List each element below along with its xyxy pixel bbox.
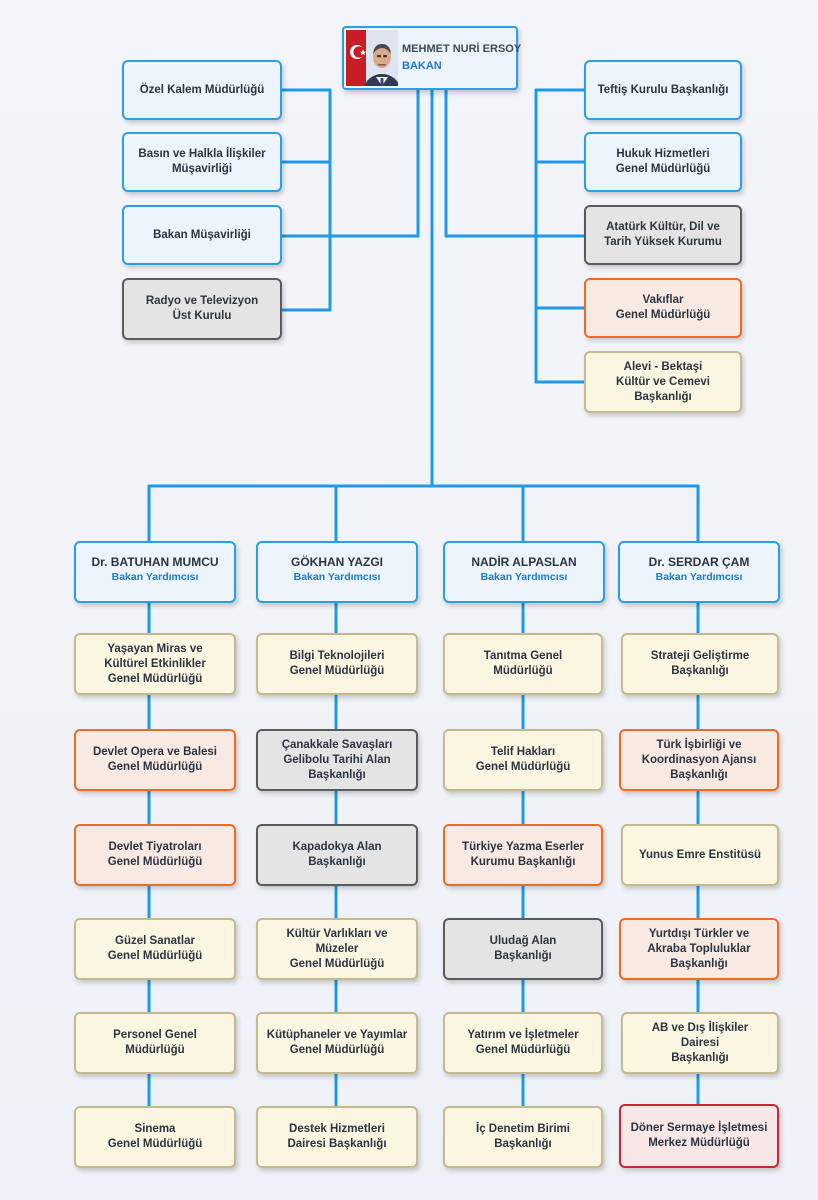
unit-alevi-bektasi: Alevi - Bektaşi Kültür ve Cemevi Başkanl… — [584, 351, 742, 413]
unit-ataturk-yuksek-kurumu: Atatürk Kültür, Dil ve Tarih Yüksek Kuru… — [584, 205, 742, 265]
unit-label: Devlet Tiyatroları Genel Müdürlüğü — [107, 841, 203, 868]
unit-kultur-varliklari: Kültür Varlıkları ve Müzeler Genel Müdür… — [256, 918, 418, 980]
unit-label: Döner Sermaye İşletmesi Merkez Müdürlüğü — [630, 1122, 768, 1149]
deputy-name: Dr. SERDAR ÇAM — [648, 555, 750, 569]
unit-yurtdisi-turkler: Yurtdışı Türkler ve Akraba Topluluklar B… — [619, 918, 779, 980]
unit-label: Özel Kalem Müdürlüğü — [139, 83, 265, 96]
minister-name: MEHMET NURİ ERSOY — [402, 43, 522, 55]
unit-yunus-emre: Yunus Emre Enstitüsü — [621, 824, 779, 886]
unit-uludag: Uludağ Alan Başkanlığı — [443, 918, 603, 980]
unit-label: Radyo ve Televizyon Üst Kurulu — [145, 295, 259, 322]
deputy-gokhan-yazgi: GÖKHAN YAZGI Bakan Yardımcısı — [256, 541, 418, 603]
unit-basin-halkla-iliskiler: Basın ve Halkla İlişkiler Müşavirliği — [122, 132, 282, 192]
unit-label: Yatırım ve İşletmeler Genel Müdürlüğü — [467, 1029, 579, 1056]
unit-sinema: Sinema Genel Müdürlüğü — [74, 1106, 236, 1168]
deputy-name: Dr. BATUHAN MUMCU — [91, 555, 219, 569]
unit-label: Sinema Genel Müdürlüğü — [107, 1123, 203, 1150]
unit-ab-dis-iliskiler: AB ve Dış İlişkiler Dairesi Başkanlığı — [621, 1012, 779, 1074]
unit-label: Strateji Geliştirme Başkanlığı — [650, 650, 750, 677]
unit-label: Uludağ Alan Başkanlığı — [489, 935, 557, 962]
unit-guzel-sanatlar: Güzel Sanatlar Genel Müdürlüğü — [74, 918, 236, 980]
unit-destek-hizmetleri: Destek Hizmetleri Dairesi Başkanlığı — [256, 1106, 418, 1168]
unit-devlet-tiyatrolari: Devlet Tiyatroları Genel Müdürlüğü — [74, 824, 236, 886]
deputy-name: GÖKHAN YAZGI — [290, 555, 383, 569]
unit-label: Yurtdışı Türkler ve Akraba Topluluklar B… — [647, 927, 751, 970]
unit-canakkale-gelibolu: Çanakkale Savaşları Gelibolu Tarihi Alan… — [256, 729, 418, 791]
unit-label: Kültür Varlıkları ve Müzeler Genel Müdür… — [286, 927, 388, 970]
deputy-role: Bakan Yardımcısı — [655, 571, 743, 583]
unit-label: Telif Hakları Genel Müdürlüğü — [475, 746, 571, 773]
unit-bilgi-teknolojileri: Bilgi Teknolojileri Genel Müdürlüğü — [256, 633, 418, 695]
unit-label: Güzel Sanatlar Genel Müdürlüğü — [107, 935, 203, 962]
unit-yasayan-miras: Yaşayan Miras ve Kültürel Etkinlikler Ge… — [74, 633, 236, 695]
unit-turkiye-yazma-eserler: Türkiye Yazma Eserler Kurumu Başkanlığı — [443, 824, 603, 886]
unit-devlet-opera-balesi: Devlet Opera ve Balesi Genel Müdürlüğü — [74, 729, 236, 791]
deputy-role: Bakan Yardımcısı — [480, 571, 568, 583]
unit-label: İç Denetim Birimi Başkanlığı — [476, 1123, 570, 1150]
unit-label: Hukuk Hizmetleri Genel Müdürlüğü — [615, 148, 711, 175]
deputy-batuhan-mumcu: Dr. BATUHAN MUMCU Bakan Yardımcısı — [74, 541, 236, 603]
deputy-nadir-alpaslan: NADİR ALPASLAN Bakan Yardımcısı — [443, 541, 605, 603]
unit-label: AB ve Dış İlişkiler Dairesi Başkanlığı — [651, 1021, 749, 1064]
unit-label: Destek Hizmetleri Dairesi Başkanlığı — [287, 1123, 387, 1150]
deputy-serdar-cam: Dr. SERDAR ÇAM Bakan Yardımcısı — [618, 541, 780, 603]
unit-doner-sermaye: Döner Sermaye İşletmesi Merkez Müdürlüğü — [619, 1104, 779, 1168]
minister-box: MEHMET NURİ ERSOY BAKAN — [342, 26, 522, 90]
unit-kutuphaneler: Kütüphaneler ve Yayımlar Genel Müdürlüğü — [256, 1012, 418, 1074]
unit-label: Çanakkale Savaşları Gelibolu Tarihi Alan… — [281, 738, 393, 781]
unit-label: Teftiş Kurulu Başkanlığı — [597, 83, 729, 96]
unit-kapadokya: Kapadokya Alan Başkanlığı — [256, 824, 418, 886]
unit-rtuk: Radyo ve Televizyon Üst Kurulu — [122, 278, 282, 340]
unit-label: Vakıflar Genel Müdürlüğü — [615, 294, 711, 321]
deputy-role: Bakan Yardımcısı — [111, 571, 199, 583]
unit-label: Basın ve Halkla İlişkiler Müşavirliği — [138, 148, 266, 175]
unit-label: Bakan Müşavirliği — [153, 228, 251, 241]
unit-hukuk-hizmetleri: Hukuk Hizmetleri Genel Müdürlüğü — [584, 132, 742, 192]
unit-personel: Personel Genel Müdürlüğü — [74, 1012, 236, 1074]
flag-portrait-icon — [346, 30, 398, 86]
unit-teftis-kurulu: Teftiş Kurulu Başkanlığı — [584, 60, 742, 120]
unit-yatirim-isletmeler: Yatırım ve İşletmeler Genel Müdürlüğü — [443, 1012, 603, 1074]
unit-strateji-gelistirme: Strateji Geliştirme Başkanlığı — [621, 633, 779, 695]
minister-photo — [346, 30, 398, 86]
unit-bakan-musavirligi: Bakan Müşavirliği — [122, 205, 282, 265]
unit-label: Bilgi Teknolojileri Genel Müdürlüğü — [289, 650, 385, 677]
unit-label: Personel Genel Müdürlüğü — [113, 1029, 197, 1056]
unit-label: Devlet Opera ve Balesi Genel Müdürlüğü — [92, 746, 217, 773]
unit-telif-haklari: Telif Hakları Genel Müdürlüğü — [443, 729, 603, 791]
unit-ozel-kalem: Özel Kalem Müdürlüğü — [122, 60, 282, 120]
deputy-role: Bakan Yardımcısı — [293, 571, 381, 583]
unit-vakiflar: Vakıflar Genel Müdürlüğü — [584, 278, 742, 338]
unit-tanitma: Tanıtma Genel Müdürlüğü — [443, 633, 603, 695]
minister-title: BAKAN — [402, 60, 442, 72]
unit-label: Tanıtma Genel Müdürlüğü — [483, 650, 563, 677]
unit-label: Yunus Emre Enstitüsü — [638, 848, 762, 861]
deputy-name: NADİR ALPASLAN — [471, 555, 577, 569]
unit-ic-denetim: İç Denetim Birimi Başkanlığı — [443, 1106, 603, 1168]
unit-label: Atatürk Kültür, Dil ve Tarih Yüksek Kuru… — [604, 221, 722, 248]
unit-label: Türkiye Yazma Eserler Kurumu Başkanlığı — [462, 841, 584, 868]
unit-label: Türk İşbirliği ve Koordinasyon Ajansı Ba… — [641, 738, 757, 781]
unit-label: Alevi - Bektaşi Kültür ve Cemevi Başkanl… — [616, 360, 710, 403]
unit-tika: Türk İşbirliği ve Koordinasyon Ajansı Ba… — [619, 729, 779, 791]
unit-label: Yaşayan Miras ve Kültürel Etkinlikler Ge… — [104, 642, 206, 685]
unit-label: Kütüphaneler ve Yayımlar Genel Müdürlüğü — [266, 1029, 408, 1056]
unit-label: Kapadokya Alan Başkanlığı — [292, 841, 382, 868]
